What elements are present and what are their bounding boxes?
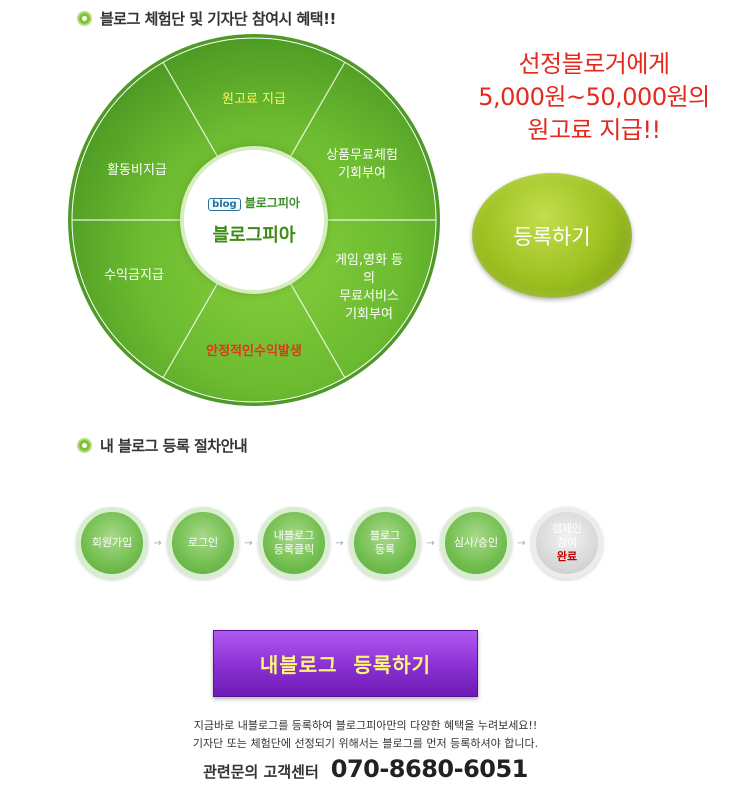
arrow-right-icon: → [517, 537, 526, 549]
step-click-register-blog: 내블로그 등록클릭 [258, 507, 330, 579]
step-label-line1: 블로그 [369, 529, 401, 542]
segment-free-product-trial: 상품무료체험 기회부여 [326, 148, 398, 181]
benefits-wheel: 원고료 지급 상품무료체험 기회부여 게임,영화 등의 무료서비스 기회부여 안… [64, 30, 444, 410]
center-name: 블로그피아 [212, 224, 296, 246]
arrow-right-icon: → [426, 537, 435, 549]
step-campaign-complete: 캠페인 참여 완료 [531, 507, 603, 579]
step-label-line2: 등록클릭 [273, 543, 315, 556]
step-label-line3: 완료 [556, 550, 578, 563]
info-line-2: 기자단 또는 체험단에 선정되기 위해서는 블로그를 먼저 등록하셔야 합니다. [192, 737, 539, 750]
segment-free-services: 게임,영화 등의 무료서비스 기회부여 [334, 253, 404, 322]
segment-stable-income: 안정적인수익발생 [206, 344, 302, 359]
blogpia-logo: blog 블로그피아 [208, 194, 300, 211]
center-logo-disc: blog 블로그피아 블로그피아 [180, 146, 328, 294]
segment-revenue-payment: 수익금지급 [104, 268, 164, 283]
step-label: 로그인 [187, 536, 219, 549]
step-label-line1: 내블로그 [273, 529, 315, 542]
arrow-right-icon: → [335, 537, 344, 549]
step-label: 심사/승인 [453, 536, 499, 549]
step-label-line2: 등록 [374, 543, 396, 556]
bullet-icon [77, 438, 92, 453]
logo-text: 블로그피아 [244, 195, 300, 210]
info-line-1: 지금바로 내블로그를 등록하여 블로그피아만의 다양한 혜택을 누려보세요!! [193, 719, 538, 732]
contact-label: 관련문의 고객센터 [203, 763, 319, 781]
step-login: 로그인 [167, 507, 239, 579]
arrow-right-icon: → [244, 537, 253, 549]
section-title-text: 블로그 체험단 및 기자단 참여시 혜택!! [100, 10, 336, 28]
register-button[interactable]: 등록하기 [472, 173, 632, 298]
registration-steps: 회원가입 → 로그인 → 내블로그 등록클릭 → 블로그 등록 → 심사/승인 … [76, 507, 603, 579]
promo-line-1: 선정블로거에게 [518, 50, 670, 78]
register-button-label: 등록하기 [513, 224, 591, 249]
register-my-blog-label: 내블로그 등록하기 [259, 653, 432, 677]
arrow-right-icon: → [153, 537, 162, 549]
step-sign-up: 회원가입 [76, 507, 148, 579]
register-my-blog-button[interactable]: 내블로그 등록하기 [213, 630, 478, 697]
section-title-text: 내 블로그 등록 절차안내 [100, 437, 248, 455]
contact-phone[interactable]: 070-8680-6051 [330, 755, 529, 783]
step-label: 회원가입 [91, 536, 133, 549]
customer-center-contact: 관련문의 고객센터 070-8680-6051 [0, 755, 731, 783]
step-label-line1: 캠페인 [551, 522, 583, 535]
bullet-icon [77, 11, 92, 26]
step-label-line2: 참여 [556, 536, 578, 549]
section-title-benefits: 블로그 체험단 및 기자단 참여시 혜택!! [77, 8, 336, 29]
section-title-procedure: 내 블로그 등록 절차안내 [77, 435, 248, 456]
blog-badge: blog [208, 197, 241, 211]
segment-manuscript-fee: 원고료 지급 [222, 92, 286, 107]
promo-line-2: 5,000원~50,000원의 [478, 83, 710, 111]
promo-line-3: 원고료 지급!! [527, 116, 661, 144]
promo-text: 선정블로거에게 5,000원~50,000원의 원고료 지급!! [460, 48, 728, 147]
step-blog-registration: 블로그 등록 [349, 507, 421, 579]
step-review-approval: 심사/승인 [440, 507, 512, 579]
segment-activity-expense: 활동비지급 [107, 163, 167, 178]
